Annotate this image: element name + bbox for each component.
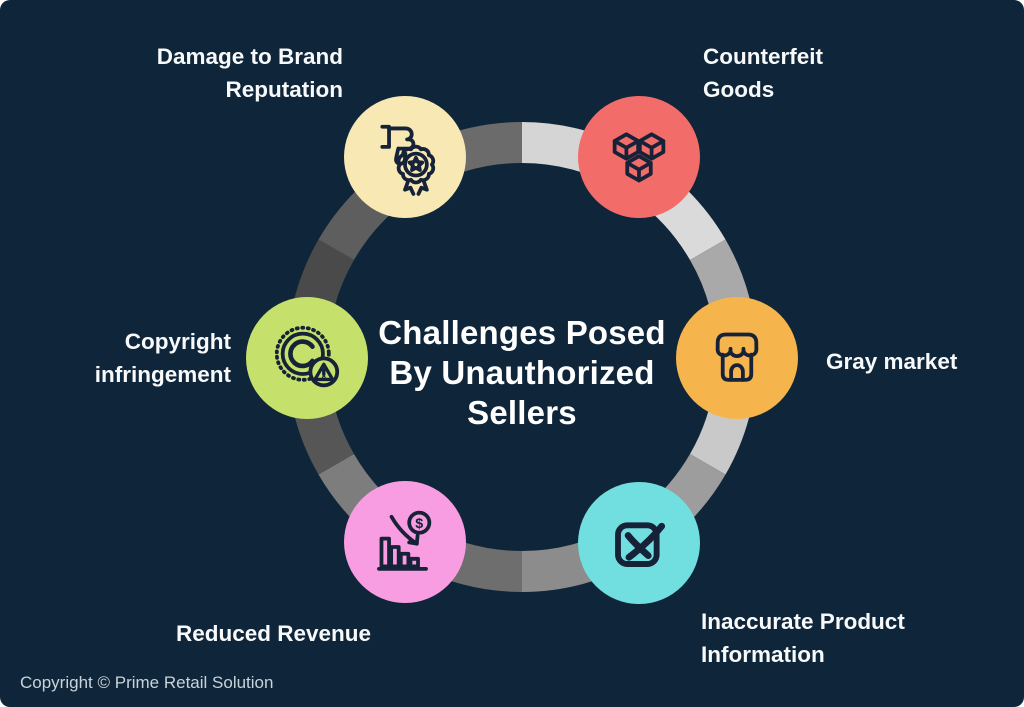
label-line: Copyright xyxy=(124,329,231,354)
main-title-line: Sellers xyxy=(467,394,577,431)
label-line: Gray market xyxy=(826,349,958,374)
copyright-footer: Copyright © Prime Retail Solution xyxy=(20,673,274,692)
crossed-checkbox-icon xyxy=(615,522,666,567)
node-reduced-revenue: $ xyxy=(344,481,466,603)
label-line: Goods xyxy=(703,77,775,102)
node-counterfeit-goods xyxy=(578,96,700,218)
label-line: Inaccurate Product xyxy=(701,609,905,634)
label-gray-market: Gray market xyxy=(826,345,957,378)
svg-text:$: $ xyxy=(415,516,423,532)
node-damage-brand-reputation xyxy=(344,96,466,218)
label-counterfeit-goods: Counterfeit Goods xyxy=(703,40,823,106)
copyright-alert-icon xyxy=(274,325,340,388)
storefront-icon xyxy=(715,332,759,382)
label-reduced-revenue: Reduced Revenue xyxy=(176,617,371,650)
main-title-line: Challenges Posed xyxy=(378,314,666,351)
label-line: Reduced Revenue xyxy=(176,621,372,646)
label-line: Information xyxy=(701,642,825,667)
node-inaccurate-product-information xyxy=(578,482,700,604)
stacked-boxes-icon xyxy=(612,132,666,183)
label-inaccurate-product-information: Inaccurate Product Information xyxy=(701,605,905,671)
label-copyright-infringement: Copyright infringement xyxy=(95,325,231,391)
node-gray-market xyxy=(676,297,798,419)
main-title-line: By Unauthorized xyxy=(389,354,655,391)
thumbs-down-badge-icon xyxy=(380,124,436,196)
label-line: Counterfeit xyxy=(703,44,823,69)
label-line: Damage to Brand xyxy=(156,44,343,69)
node-copyright-infringement xyxy=(246,297,368,419)
label-line: Reputation xyxy=(225,77,344,102)
main-title: Challenges Posed By Unauthorized Sellers xyxy=(378,313,665,433)
label-damage-brand-reputation: Damage to Brand Reputation xyxy=(157,40,343,106)
label-line: infringement xyxy=(94,362,231,387)
declining-chart-dollar-icon: $ xyxy=(377,510,432,571)
